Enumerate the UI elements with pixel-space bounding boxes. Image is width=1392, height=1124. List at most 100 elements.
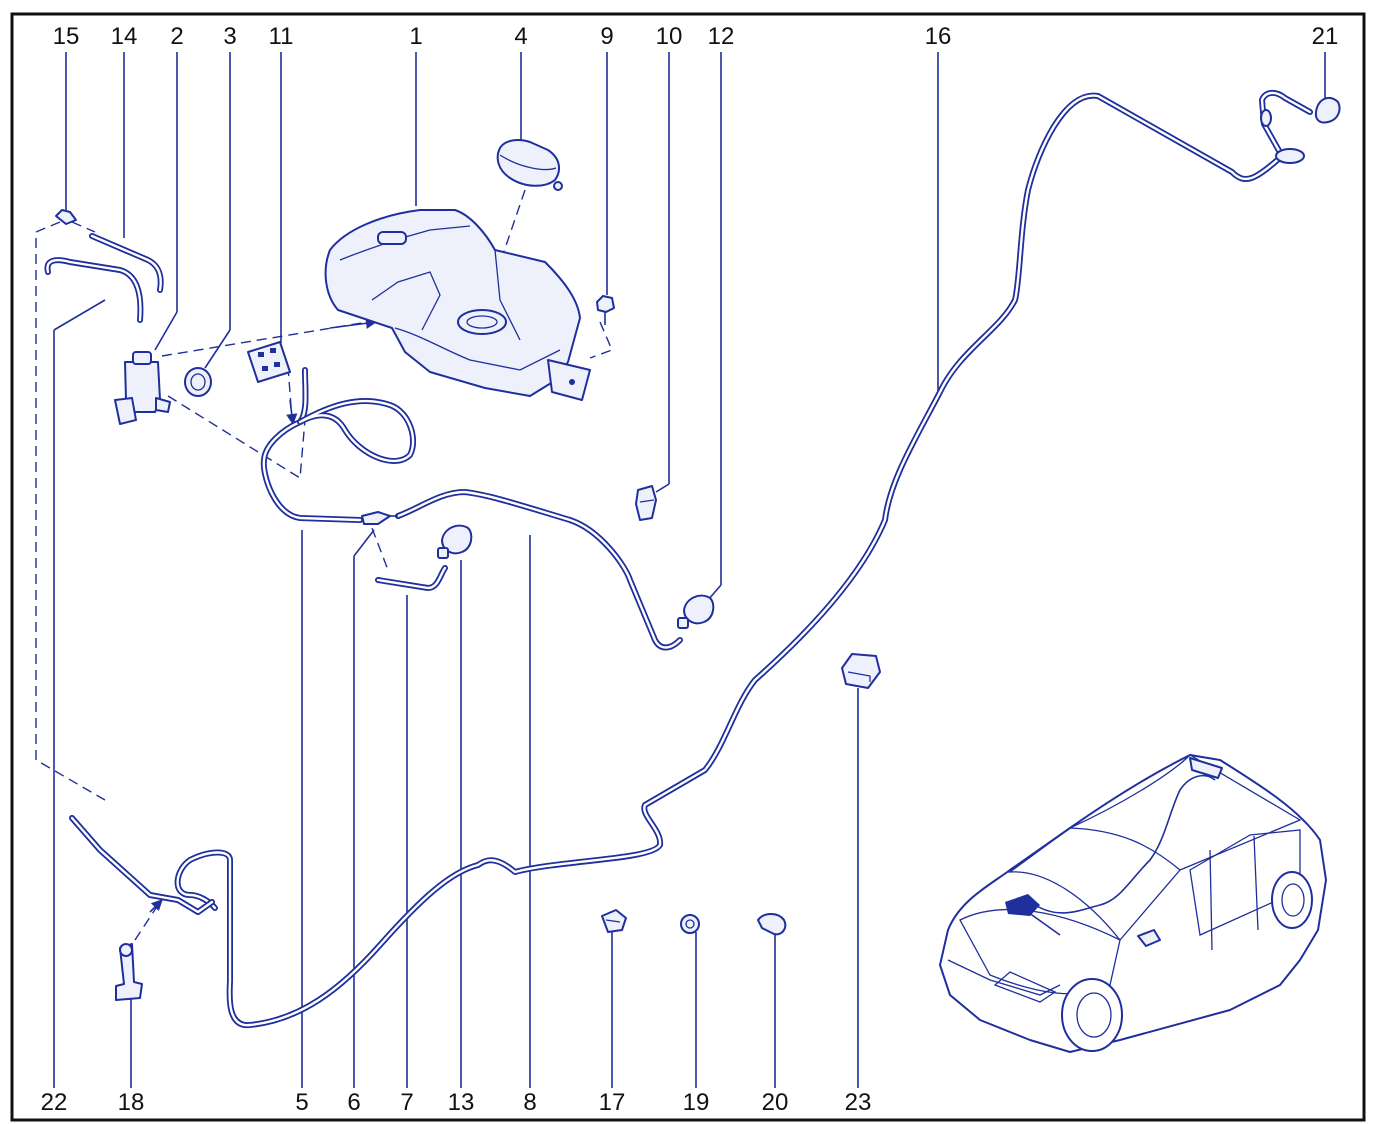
washer-pump	[114, 351, 171, 425]
car-front-wheel-hub	[1076, 992, 1112, 1038]
clip-19-body	[680, 914, 700, 934]
hose-14-core	[90, 234, 162, 292]
callout-2: 2	[170, 23, 183, 50]
car-roof-spoiler	[1189, 757, 1223, 779]
washer-jet-12	[677, 594, 715, 629]
callout-12: 12	[708, 23, 735, 50]
reservoir-contour-2	[371, 271, 441, 331]
callout-5: 5	[295, 1089, 308, 1116]
car-washer-hose-route	[1034, 774, 1216, 914]
dash-15-14	[71, 221, 96, 233]
grommet-outer	[184, 367, 212, 397]
car-mirror	[1137, 929, 1161, 947]
mounting-bracket-18	[115, 943, 143, 1001]
bolt	[596, 295, 615, 325]
callout-labels-bottom: 22 18 5 6 7 13 8 17 19 20 23	[41, 1089, 872, 1116]
arrow-to-hose	[286, 399, 298, 426]
callout-20: 20	[762, 1089, 789, 1116]
callout-19: 19	[683, 1089, 710, 1116]
reservoir-mount-bracket	[547, 359, 591, 401]
hose-7-core	[376, 566, 447, 590]
callout-8: 8	[523, 1089, 536, 1116]
callout-10: 10	[656, 23, 683, 50]
callout-18: 18	[118, 1089, 145, 1116]
pump-connector	[114, 397, 137, 425]
hose-clip-10-slot	[639, 499, 655, 503]
grommet-inner	[190, 373, 206, 391]
clip-20-body	[757, 913, 787, 936]
fitting-23-face	[847, 671, 871, 682]
washer-reservoir	[324, 209, 591, 401]
leader-3b	[204, 329, 231, 369]
bracket-knob	[119, 943, 133, 957]
t-connector-15	[55, 209, 77, 225]
leader-22b	[53, 299, 106, 331]
car-door-line	[1209, 849, 1213, 951]
pump-outlet	[155, 397, 171, 413]
reservoir-filler-neck	[457, 309, 507, 335]
rear-washer-jet	[1260, 96, 1341, 164]
dash-pump-hose	[167, 395, 306, 480]
callout-9: 9	[600, 23, 613, 50]
pump-cap	[132, 351, 152, 365]
reservoir-contour-3	[394, 327, 561, 371]
car-door-line-2	[1253, 835, 1259, 931]
dash-15-22	[35, 221, 106, 801]
car-roof	[1069, 754, 1302, 871]
rear-fitting-23	[841, 653, 881, 689]
rear-jet-clip	[1260, 109, 1272, 127]
car-rear-wheel	[1271, 871, 1313, 929]
callout-13: 13	[448, 1089, 475, 1116]
assembly-dashed-lines	[35, 189, 613, 941]
hose-8-core	[396, 490, 682, 649]
washer-jet-12-stem	[677, 617, 689, 629]
washer-jet-12-body	[683, 594, 715, 625]
clip-19-hole	[685, 919, 695, 929]
hose-5-loop-core	[298, 399, 415, 463]
arrow-to-bracket	[149, 899, 163, 913]
callout-11: 11	[269, 23, 294, 50]
leader-lines	[53, 52, 1326, 1088]
washer-jet-13	[437, 524, 473, 559]
reservoir-contour-4	[494, 249, 521, 341]
callout-23: 23	[845, 1089, 872, 1116]
callout-15: 15	[53, 23, 80, 50]
pump-grommet	[184, 367, 212, 397]
washer-jet-13-stem	[437, 547, 449, 559]
dash-pump-tank	[161, 321, 369, 357]
car-washer-hose-route-2	[1024, 909, 1061, 936]
t-connector-body	[55, 209, 77, 225]
dash-6-7	[371, 527, 389, 571]
bolt-head	[596, 295, 615, 313]
hose-connector-6	[361, 511, 398, 525]
leader-2b	[154, 311, 178, 351]
callout-22: 22	[41, 1089, 68, 1116]
callout-1: 1	[409, 23, 422, 50]
callout-21: 21	[1312, 23, 1339, 50]
reservoir-handle	[377, 231, 407, 245]
reservoir-filler-neck-inner	[466, 315, 498, 329]
callout-7: 7	[400, 1089, 413, 1116]
filler-cap-rim	[499, 154, 557, 171]
leader-10b	[655, 483, 670, 493]
hose-16-rear-core	[176, 94, 1284, 1027]
rear-jet-grommet	[1275, 148, 1305, 164]
clip-17-tab	[605, 919, 621, 923]
callout-3: 3	[223, 23, 236, 50]
hoses	[44, 90, 1313, 1029]
reservoir-body	[324, 209, 581, 397]
clip-20	[757, 913, 787, 936]
clip-plate-slot-2	[270, 348, 276, 353]
callout-4: 4	[514, 23, 527, 50]
clip-plate-slot-4	[274, 362, 280, 367]
clip-17	[601, 909, 627, 933]
arrow-to-tank	[329, 317, 378, 329]
filler-cap-tab	[553, 181, 563, 191]
hose-21-nozzle-branch-core	[1260, 91, 1312, 158]
car-hood	[959, 908, 1121, 995]
rear-jet-body	[1314, 96, 1341, 124]
clip-plate-slot-1	[258, 352, 264, 357]
car-rear-wheel-hub	[1281, 883, 1305, 917]
hose-5-core	[262, 368, 362, 522]
